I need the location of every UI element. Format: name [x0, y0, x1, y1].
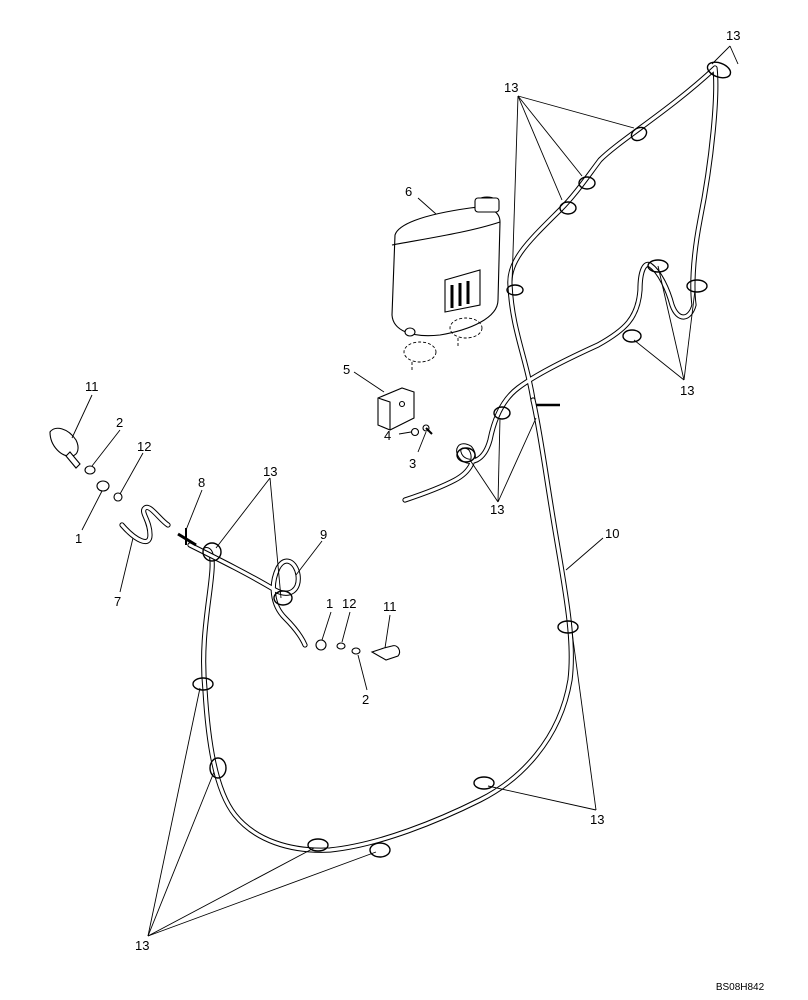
callout-1-left: 1: [75, 531, 82, 546]
callout-12-right: 12: [342, 596, 356, 611]
clip: [202, 542, 222, 562]
callout-3: 3: [409, 456, 416, 471]
clip: [706, 61, 732, 79]
clip: [473, 776, 495, 790]
callout-13-center: 13: [490, 502, 504, 517]
clip: [506, 284, 524, 296]
callout-12-left: 12: [137, 439, 151, 454]
callout-labels: 13 13 6 5 13 11 2 4 12 3 13 8 13 1 10 9 …: [75, 28, 740, 953]
hose-main-10: [201, 397, 574, 853]
clip: [622, 329, 642, 343]
clip: [369, 842, 391, 858]
callout-13-bottom-left: 13: [135, 938, 149, 953]
callout-11-right: 11: [383, 599, 397, 614]
callout-13-left-upper: 13: [263, 464, 277, 479]
hose-assemblies: [187, 65, 719, 853]
clip: [192, 677, 214, 691]
callout-11-left: 11: [85, 379, 99, 394]
callout-1-right: 1: [326, 596, 333, 611]
pump-bracket: [377, 387, 415, 431]
clip: [578, 176, 596, 190]
callout-13-right-mid: 13: [680, 383, 694, 398]
bracket-hardware: [410, 424, 433, 437]
washer-reservoir: [391, 196, 501, 337]
right-nozzle-group: [315, 639, 401, 661]
callout-7: 7: [114, 594, 121, 609]
callout-10: 10: [605, 526, 619, 541]
clip: [209, 757, 227, 779]
callout-8: 8: [198, 475, 205, 490]
clip: [557, 620, 579, 634]
clip: [686, 279, 708, 293]
callout-9: 9: [320, 527, 327, 542]
clip: [559, 201, 577, 215]
clip: [630, 126, 648, 142]
callout-2-left: 2: [116, 415, 123, 430]
clip: [493, 406, 511, 420]
callout-4: 4: [384, 428, 391, 443]
connector-8: [177, 528, 197, 547]
callout-13-bottom-right: 13: [590, 812, 604, 827]
callout-13-top: 13: [504, 80, 518, 95]
reference-code: BS08H842: [716, 982, 765, 993]
hose-clips-13: [192, 61, 732, 858]
washer-pumps-hidden: [403, 317, 483, 372]
clip: [307, 838, 329, 852]
callout-5: 5: [343, 362, 350, 377]
clip: [273, 590, 293, 606]
leader-lines: [71, 45, 739, 937]
callout-2-right: 2: [362, 692, 369, 707]
callout-6: 6: [405, 184, 412, 199]
elbow-hose-7: [119, 504, 171, 545]
callout-13-top-right: 13: [726, 28, 740, 43]
clip: [456, 447, 476, 463]
clip: [647, 259, 669, 273]
left-nozzle-group: [49, 427, 123, 502]
